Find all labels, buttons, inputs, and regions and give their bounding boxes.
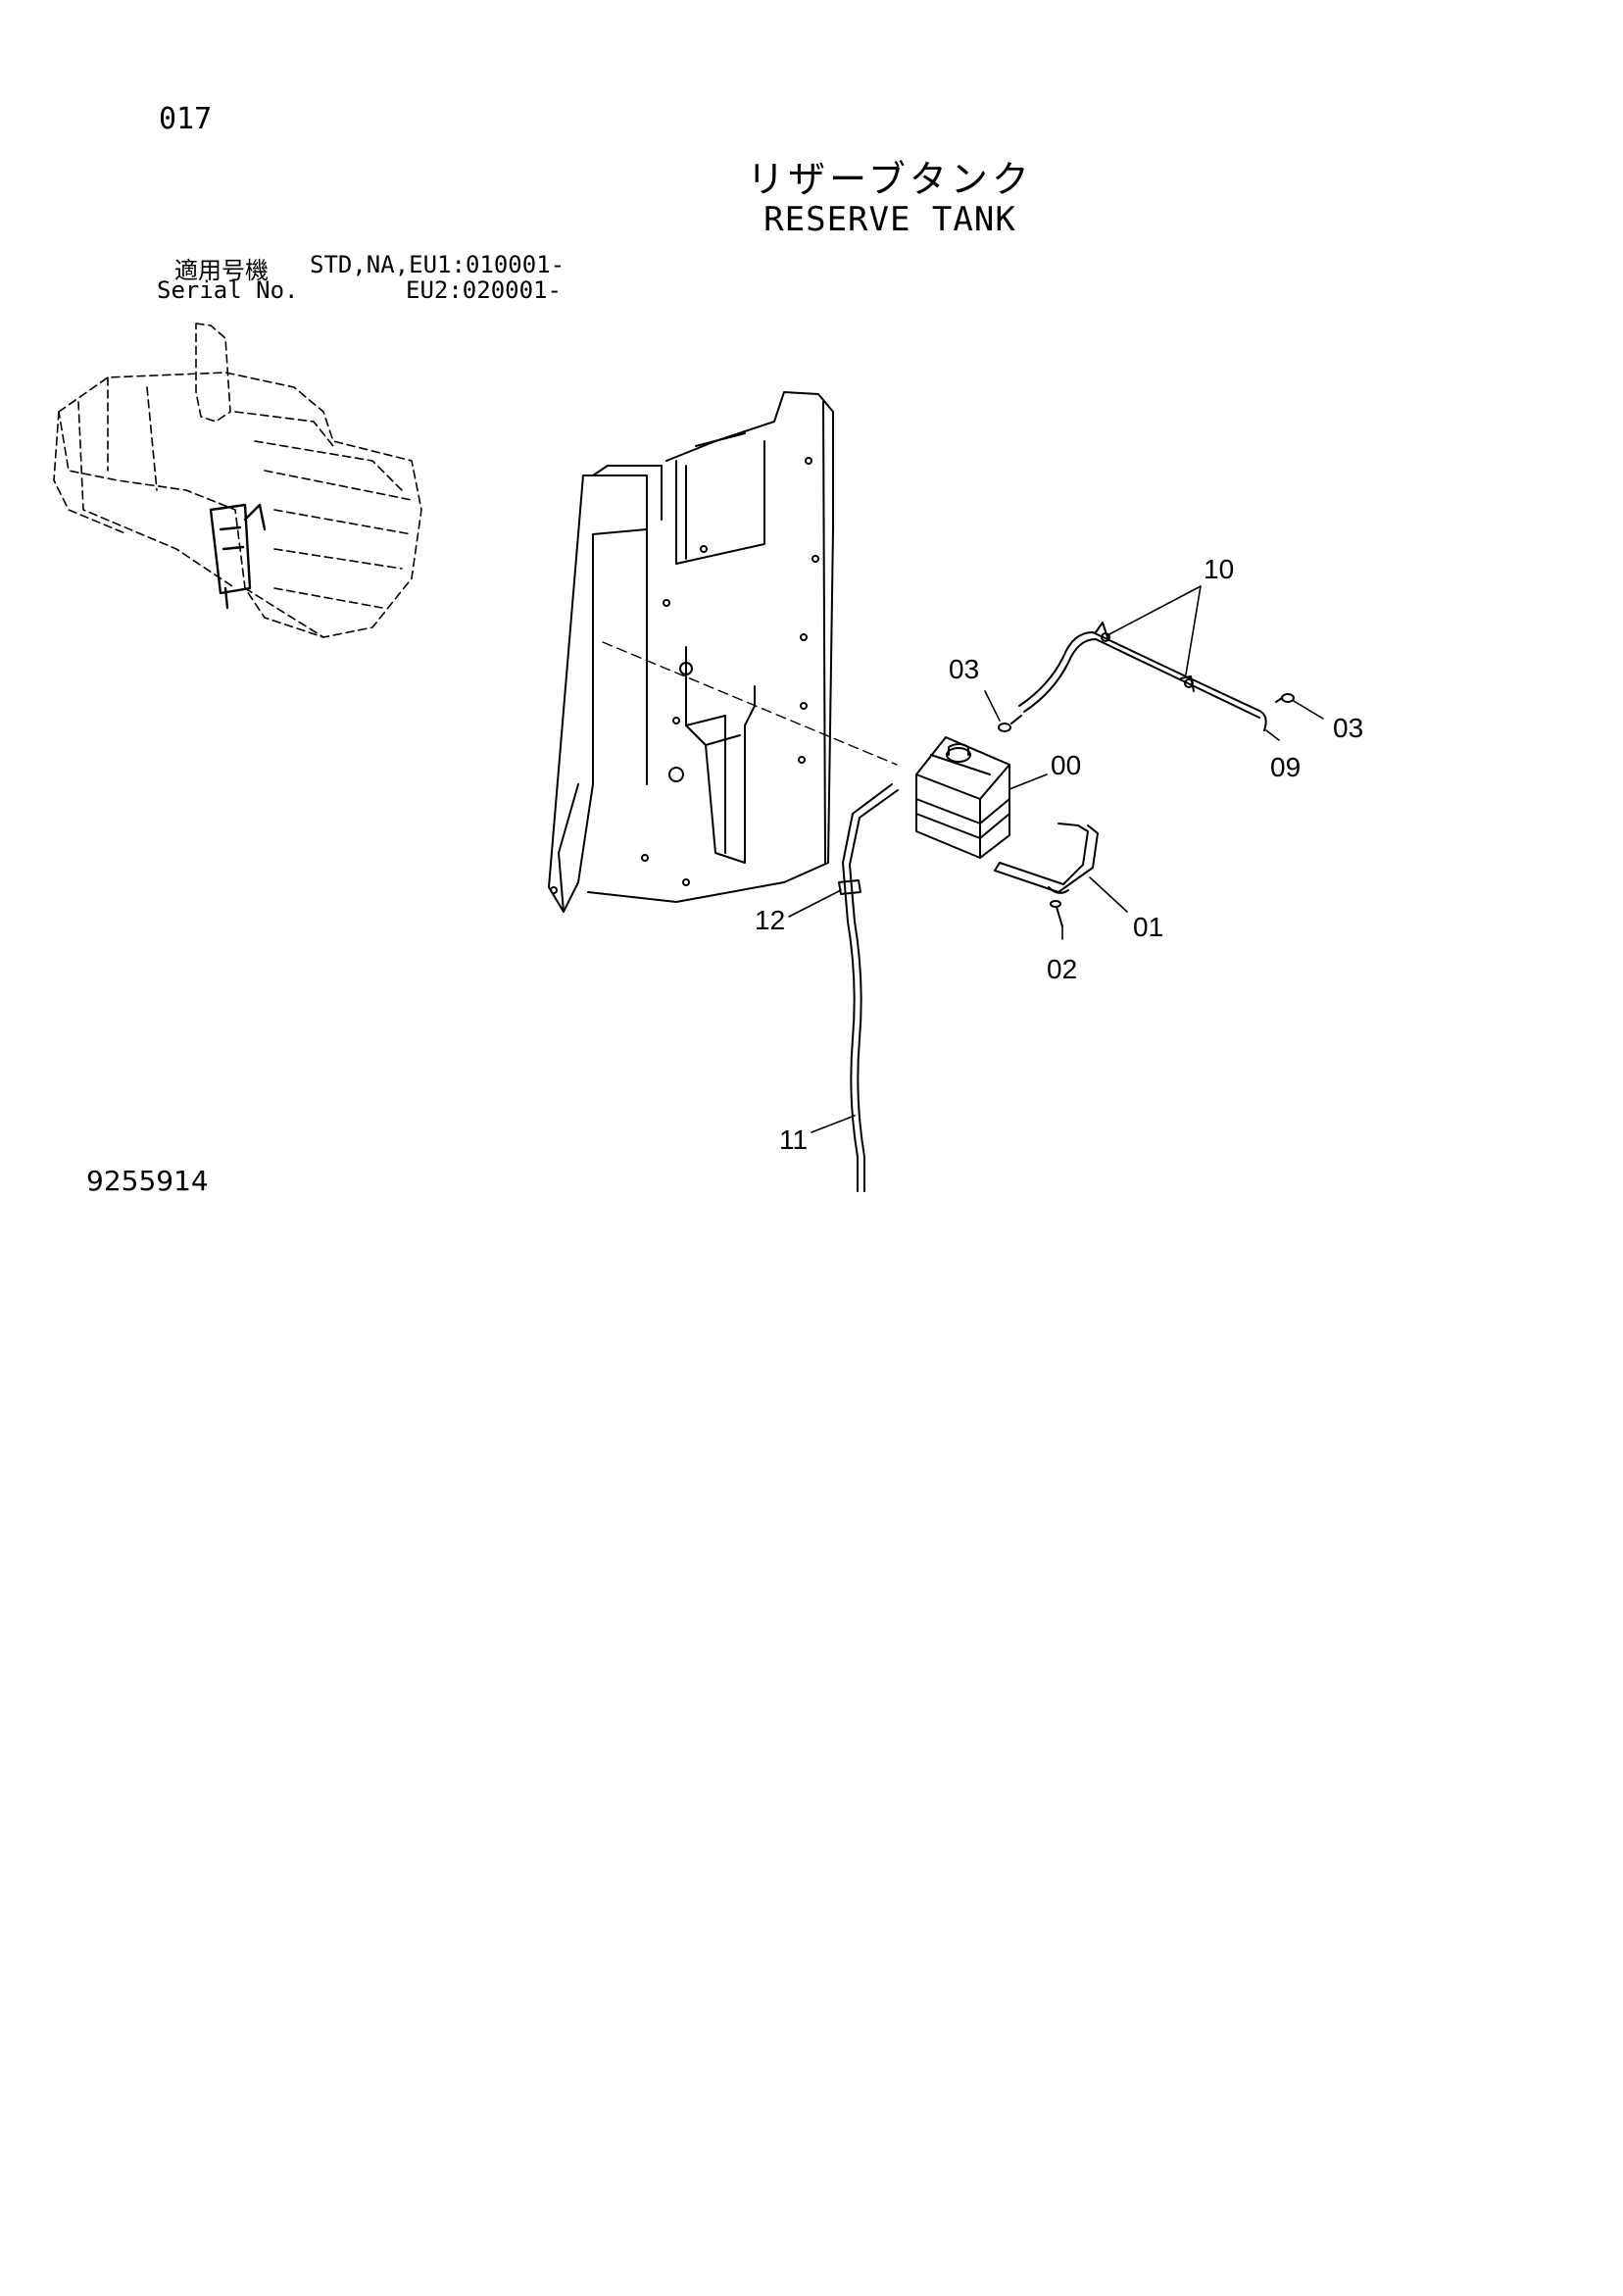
callout-03-right: 03 xyxy=(1333,713,1363,743)
tank-bracket xyxy=(994,823,1099,894)
callout-00: 00 xyxy=(1051,750,1081,780)
hose-clamp xyxy=(838,879,861,895)
drain-hose xyxy=(842,783,899,1192)
locator-highlight-tank xyxy=(209,503,267,610)
drawing-number: 9255914 xyxy=(86,1165,209,1197)
serial-label-english: Serial No. xyxy=(157,276,299,304)
partition-panel xyxy=(548,391,834,913)
title-japanese: リザーブタンク xyxy=(747,158,1033,201)
callout-01: 01 xyxy=(1133,912,1163,942)
callout-11: 11 xyxy=(779,1124,808,1155)
hose-clip-right xyxy=(1275,693,1295,703)
reserve-tank xyxy=(915,736,1010,859)
serial-label-japanese: 適用号機 xyxy=(174,257,269,284)
overflow-hose xyxy=(1018,622,1267,731)
serial-range-2: EU2:020001- xyxy=(406,276,562,304)
assembly-centerline xyxy=(602,641,898,766)
callout-10: 10 xyxy=(1204,554,1234,584)
callout-03-left: 03 xyxy=(949,654,979,684)
mounting-bolt xyxy=(1050,900,1063,927)
cab-locator-view xyxy=(53,323,422,638)
callout-09: 09 xyxy=(1270,752,1301,782)
serial-range-1: STD,NA,EU1:010001- xyxy=(310,251,566,278)
callout-12: 12 xyxy=(755,905,785,935)
page-number: 017 xyxy=(159,102,213,136)
leader-lines xyxy=(788,585,1324,1133)
hose-clip-left xyxy=(998,715,1022,732)
title-english: RESERVE TANK xyxy=(763,200,1016,239)
callout-02: 02 xyxy=(1047,954,1077,984)
